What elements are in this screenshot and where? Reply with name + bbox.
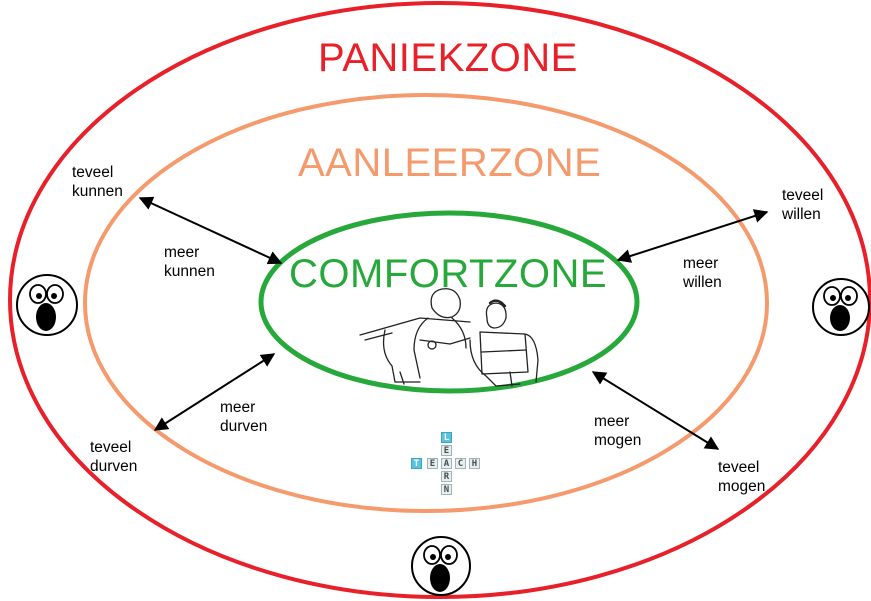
label-line: meer	[683, 255, 719, 272]
label-meer-kunnen: meer kunnen	[164, 243, 215, 281]
tile: L	[441, 432, 452, 443]
label-line: teveel	[718, 459, 760, 476]
label-line: meer	[220, 399, 256, 416]
label-line: durven	[220, 418, 268, 435]
screaming-face-icon	[812, 278, 870, 336]
tile: E	[427, 458, 438, 469]
label-meer-willen: meer willen	[683, 254, 722, 292]
label-teveel-durven: teveel durven	[90, 438, 137, 476]
label-line: willen	[782, 206, 821, 223]
people-reading-sketch-icon	[359, 288, 539, 387]
tile: C	[455, 458, 466, 469]
screaming-face-icon	[411, 536, 471, 596]
label-line: teveel	[782, 187, 824, 204]
label-teveel-mogen: teveel mogen	[718, 458, 765, 496]
label-line: durven	[90, 458, 138, 475]
label-line: meer	[164, 244, 200, 261]
learning-zone-title: AANLEERZONE	[298, 141, 602, 185]
tile: N	[441, 484, 452, 495]
label-line: kunnen	[164, 263, 215, 280]
panic-zone-title: PANIEKZONE	[318, 36, 578, 80]
learning-zone-ellipse	[83, 93, 769, 513]
comfort-zone-ellipse	[258, 210, 640, 394]
arrow-willen	[616, 209, 769, 263]
label-teveel-willen: teveel willen	[782, 186, 823, 224]
tile: H	[469, 458, 480, 469]
arrow-durven	[153, 353, 276, 431]
comfort-zone-title: COMFORTZONE	[289, 252, 608, 296]
label-teveel-kunnen: teveel kunnen	[72, 163, 123, 201]
tile: T	[411, 458, 422, 469]
label-line: meer	[594, 413, 630, 430]
label-line: mogen	[718, 478, 766, 495]
label-meer-durven: meer durven	[220, 398, 267, 436]
label-meer-mogen: meer mogen	[594, 412, 641, 450]
arrow-mogen	[591, 371, 720, 450]
label-line: teveel	[72, 164, 114, 181]
label-line: kunnen	[72, 183, 123, 200]
label-line: mogen	[594, 432, 642, 449]
tile: R	[441, 471, 452, 482]
label-line: willen	[683, 274, 722, 291]
panic-zone-ellipse	[8, 1, 871, 599]
tile: A	[441, 458, 452, 469]
screaming-face-icon	[16, 274, 78, 336]
arrow-kunnen	[138, 196, 283, 265]
label-line: teveel	[90, 439, 132, 456]
tile: E	[441, 445, 452, 456]
